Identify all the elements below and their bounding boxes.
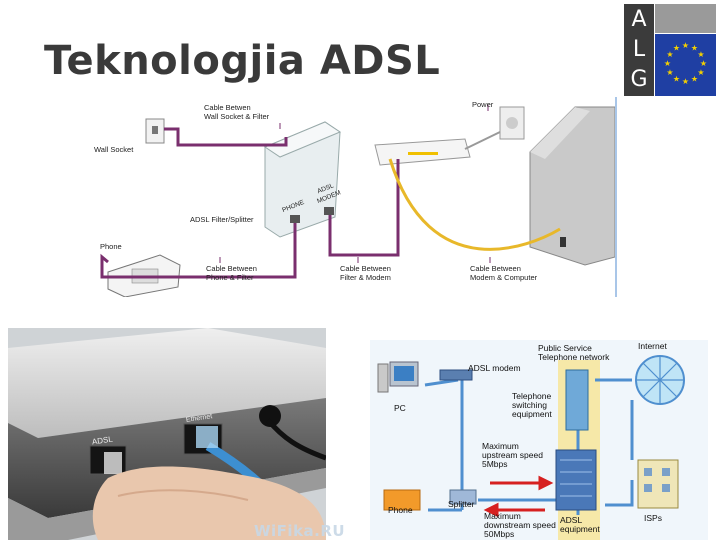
svg-text:★: ★ [673, 75, 680, 84]
svg-text:★: ★ [682, 77, 689, 86]
label-cable-wall-filter: Cable Betwen Wall Socket & Filter [204, 103, 270, 121]
logo-letter-column: A L G [624, 4, 654, 96]
svg-text:★: ★ [664, 59, 671, 68]
label-cable-filter-modem: Cable Between Filter & Modem [340, 264, 391, 282]
svg-text:★: ★ [673, 44, 680, 53]
label-downstream-speed: Maximum downstream speed 50Mbps [484, 511, 556, 539]
label-splitter: Splitter [448, 499, 475, 509]
label-adsl-filter: ADSL Filter/Splitter [190, 215, 254, 224]
logo-letter-l: L [632, 37, 646, 62]
adsl-network-diagram: Public Service Telephone network Interne… [370, 340, 708, 540]
label-pc: PC [394, 403, 406, 413]
modem-photo-graphic [8, 328, 326, 540]
logo-grey-band [655, 4, 716, 33]
label-cable-phone-filter: Cable Between Phone & Filter [206, 264, 257, 282]
logo-letter-g: G [630, 67, 648, 92]
label-adsl-modem: ADSL modem [468, 363, 521, 373]
label-pstn: Public Service Telephone network [538, 343, 610, 362]
label-upstream-speed: Maximum upstream speed 5Mbps [482, 441, 543, 469]
svg-text:★: ★ [691, 44, 698, 53]
label-internet: Internet [638, 341, 667, 351]
label-phone: Phone [388, 505, 413, 515]
label-wall-socket: Wall Socket [94, 145, 134, 154]
label-adsl-equipment: ADSL equipment [560, 515, 600, 534]
label-cable-modem-computer: Cable Between Modem & Computer [470, 264, 538, 282]
adsl-connection-diagram: Cable Betwen Wall Socket & Filter Power … [90, 97, 617, 297]
connection-diagram-graphic [100, 105, 615, 297]
label-telephone-switching: Telephone switching equipment [512, 391, 552, 419]
logo-letter-a: A [631, 7, 647, 32]
slide-title: Teknologjia ADSL [44, 38, 441, 84]
eu-flag-icon: ★ ★ ★ ★ ★ ★ ★ ★ ★ ★ ★ ★ [655, 34, 716, 96]
alg-logo: A L G ★ ★ ★ ★ ★ ★ ★ ★ ★ ★ ★ ★ [624, 4, 716, 96]
network-diagram-graphic [377, 355, 685, 540]
modem-ports-photo: ADSL Ethernet [8, 328, 326, 540]
label-isps: ISPs [644, 513, 662, 523]
svg-text:★: ★ [666, 50, 673, 59]
svg-text:★: ★ [682, 41, 689, 50]
svg-text:★: ★ [666, 68, 673, 77]
watermark: WiFika.RU [254, 522, 346, 540]
svg-text:★: ★ [691, 75, 698, 84]
svg-text:★: ★ [697, 68, 704, 77]
svg-text:★: ★ [697, 50, 704, 59]
svg-text:★: ★ [700, 59, 707, 68]
label-power: Power [472, 100, 494, 109]
label-phone: Phone [100, 242, 122, 251]
